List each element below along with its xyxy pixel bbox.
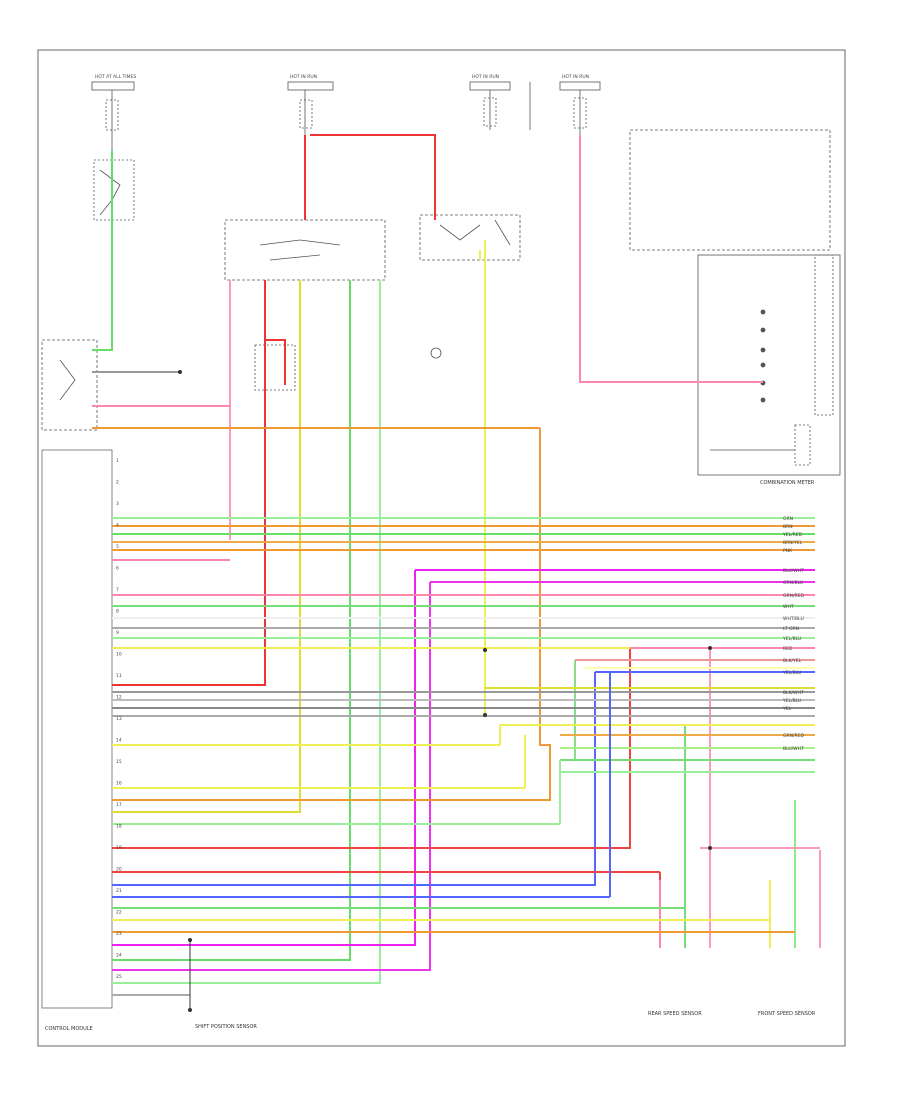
right-wire-labels: GRN BRN YEL/RED BRN/YEL PNK BLU/WHT ORN/BLU GRN…	[782, 516, 804, 752]
pin-number: 24	[116, 953, 122, 959]
wire-green-left	[92, 150, 113, 351]
pin-number: 20	[116, 867, 122, 873]
front-speed-sensor-label: FRONT SPEED SENSOR	[758, 1011, 816, 1017]
control-module-label: CONTROL MODULE	[45, 1026, 93, 1032]
wire-orange-long	[112, 428, 551, 801]
wire-label: LT GRN	[783, 626, 799, 632]
wire-label: BRN/YEL	[783, 540, 803, 546]
wire-red-right	[112, 648, 631, 849]
wire-label: GRN/RED	[783, 593, 804, 599]
left-pin-numbers: 1234567891011121314151617181920212223242…	[116, 458, 122, 980]
wire-label: GRN	[783, 516, 793, 522]
wire-red-small	[265, 339, 286, 385]
wire-label: YEL/BLU	[782, 636, 801, 642]
wire-label: WHT	[783, 604, 794, 610]
pin-number: 23	[116, 931, 122, 937]
wire-label: YEL/BLU	[782, 698, 801, 704]
wire-label: BLU/WHT	[783, 746, 804, 752]
pin-number: 14	[116, 738, 122, 744]
shift-sensor-label: SHIFT POSITION SENSOR	[195, 1024, 257, 1030]
wire-lightgreen-3	[112, 280, 381, 984]
wire-label: BLK/YEL	[783, 658, 802, 664]
pin-number: 11	[116, 673, 122, 679]
pin-number: 9	[116, 630, 119, 636]
horizontal-wires	[92, 371, 820, 1010]
wire-label: YEL/BLU	[782, 670, 801, 676]
pin-number: 1	[116, 458, 119, 464]
wire-magenta-2	[112, 582, 431, 971]
junction-dots	[178, 370, 712, 1012]
wire-label: ORN/BLU	[783, 580, 803, 586]
wire-pink-top-d	[579, 135, 763, 383]
fuse-c-label: HOT IN RUN	[472, 74, 499, 80]
rear-speed-sensor-label: REAR SPEED SENSOR	[648, 1011, 702, 1017]
control-module-box	[41, 449, 113, 1009]
top-components	[41, 81, 841, 476]
wire-label: BRN	[783, 524, 793, 530]
pin-number: 2	[116, 480, 119, 486]
pin-number: 7	[116, 587, 119, 593]
pin-number: 10	[116, 652, 122, 658]
wire-label: BLU/WHT	[783, 568, 804, 574]
diagram-frame	[37, 49, 846, 1047]
wire-label: YEL/RED	[782, 532, 803, 538]
fuse-d-label: HOT IN RUN	[562, 74, 589, 80]
pin-number: 22	[116, 910, 122, 916]
wire-label: PNK	[783, 548, 793, 554]
wire-green-2	[112, 280, 351, 961]
pin-number: 13	[116, 716, 122, 722]
pin-number: 4	[116, 523, 119, 529]
vertical-wires	[92, 134, 821, 984]
combination-meter-label: COMBINATION METER	[760, 480, 815, 486]
wire-label: BLK/WHT	[783, 690, 804, 696]
wire-label: YEL	[782, 706, 792, 712]
wire-yellow-1	[112, 280, 301, 813]
pin-number: 6	[116, 566, 119, 572]
pin-number: 19	[116, 845, 122, 851]
pin-number: 3	[116, 501, 119, 507]
wire-red-module	[112, 280, 266, 686]
wire-magenta-1	[112, 570, 416, 946]
wire-label: WHT/BLU	[783, 616, 804, 622]
pin-number: 18	[116, 824, 122, 830]
wire-blue-long	[112, 672, 596, 886]
fuse-a-label: HOT AT ALL TIMES	[95, 74, 136, 80]
pin-number: 21	[116, 888, 122, 894]
pin-number: 8	[116, 609, 119, 615]
pin-number: 12	[116, 695, 122, 701]
wire-label: RED	[783, 646, 793, 652]
pin-number: 15	[116, 759, 122, 765]
pin-number: 17	[116, 802, 122, 808]
wire-label: GRN/RED	[783, 733, 804, 739]
wire-red-top-2	[310, 134, 436, 220]
pin-number: 16	[116, 781, 122, 787]
pin-number: 25	[116, 974, 122, 980]
fuse-b-label: HOT IN RUN	[290, 74, 317, 80]
pin-number: 5	[116, 544, 119, 550]
